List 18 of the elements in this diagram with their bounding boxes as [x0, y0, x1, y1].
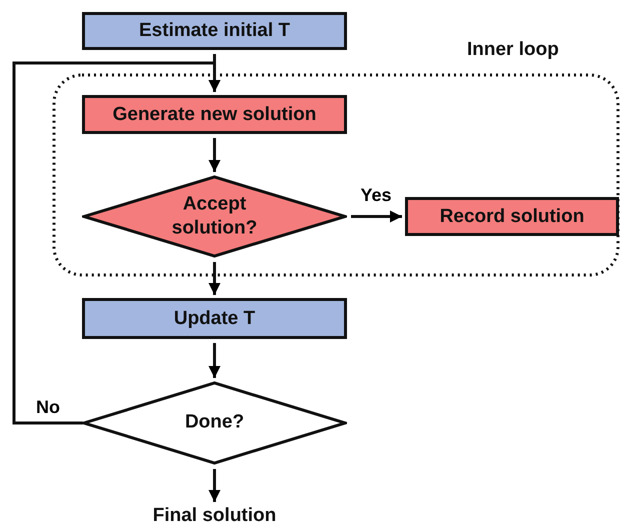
box-label: Record solution [440, 206, 584, 228]
process-box [405, 197, 619, 236]
group-heading: Inner loop [467, 39, 559, 61]
arrow [208, 343, 220, 378]
process-box [82, 12, 347, 50]
arrow [351, 210, 402, 222]
arrow [208, 262, 220, 295]
arrow [208, 469, 220, 502]
arrow [208, 138, 220, 172]
terminal-label: Final solution [152, 505, 278, 527]
box-label: Estimate initial T [139, 20, 290, 42]
box-label: Update T [174, 308, 256, 330]
decision-label: Accept solution? [170, 192, 258, 240]
box-label: Generate new solution [112, 104, 316, 126]
process-box [82, 95, 347, 134]
arrow [12, 62, 220, 424]
process-box [82, 298, 347, 339]
decision-label: Done? [184, 410, 246, 435]
